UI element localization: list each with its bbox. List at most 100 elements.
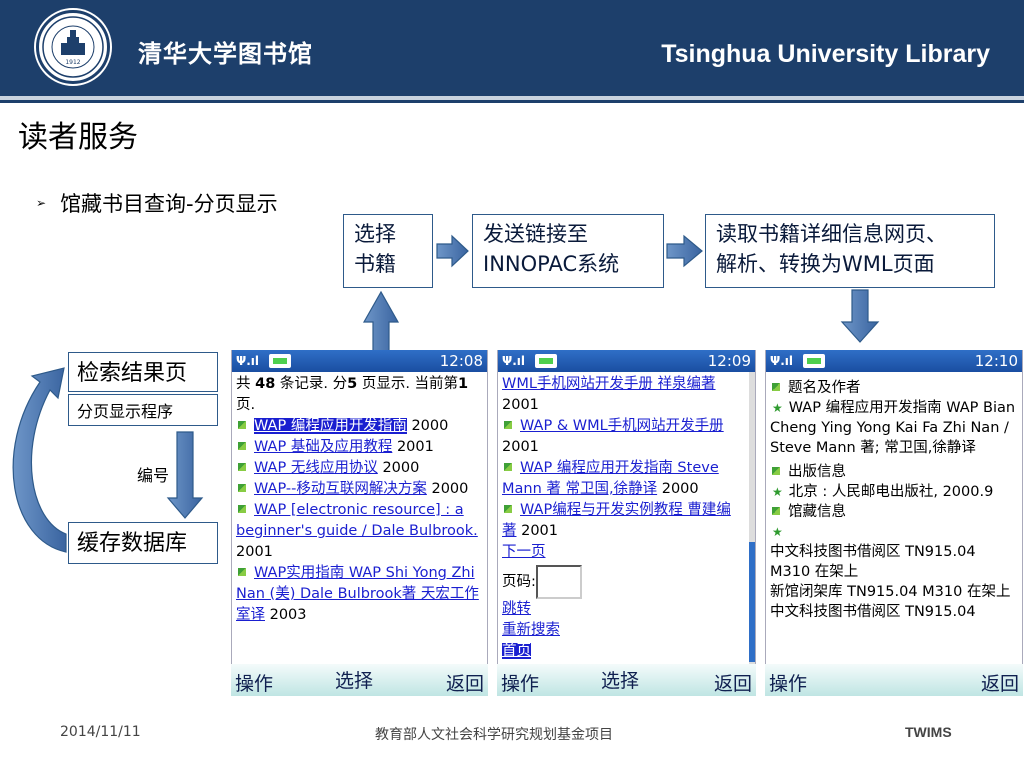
slide-header — [0, 0, 1024, 96]
title-heading: 题名及作者 — [788, 380, 861, 396]
softkey-menu[interactable]: 操作 — [769, 673, 808, 695]
result-link[interactable]: WAP实用指南 WAP Shi Yong Zhi Nan (美) Dale Bu… — [236, 565, 479, 623]
flow-select-book-line1: 选择 — [354, 222, 396, 246]
softkey-select[interactable]: 选择 — [601, 670, 640, 692]
book-icon — [238, 505, 246, 513]
detail-content: 题名及作者 ★WAP 编程应用开发指南 WAP Bian Cheng Ying … — [766, 372, 1022, 624]
battery-icon — [802, 354, 825, 368]
header-divider-dark — [0, 100, 1024, 103]
book-icon — [238, 421, 246, 429]
result-link[interactable]: WAP 编程应用开发指南 Steve Mann 著 常卫国,徐静译 — [502, 460, 719, 497]
search-results-box: 检索结果页 — [68, 352, 218, 392]
holding-row: 中文科技图书借阅区 TN915.04 — [770, 604, 976, 620]
footer-project: 教育部人文社会科学研究规划基金项目 — [375, 727, 613, 743]
title-text: WAP 编程应用开发指南 WAP Bian Cheng Ying Yong Ka… — [770, 400, 1016, 456]
section-icon — [772, 467, 780, 475]
softkey-bar: 操作 选择 返回 — [231, 664, 488, 696]
softkey-back[interactable]: 返回 — [980, 673, 1019, 695]
list-item[interactable]: WAP 编程应用开发指南 2000 — [236, 416, 483, 437]
book-icon — [238, 463, 246, 471]
jump-link[interactable]: 跳转 — [502, 601, 531, 617]
status-bar: Ψ.ıl 12:10 — [766, 350, 1022, 372]
softkey-bar: 操作 返回 — [765, 664, 1023, 696]
phone-screen-detail: Ψ.ıl 12:10 题名及作者 ★WAP 编程应用开发指南 WAP Bian … — [765, 350, 1023, 664]
battery-icon — [268, 354, 291, 368]
flow-parse-wml-line1: 读取书籍详细信息网页、 — [716, 222, 947, 246]
book-icon — [504, 421, 512, 429]
new-search-link[interactable]: 重新搜索 — [502, 622, 560, 638]
section-icon — [772, 507, 780, 515]
next-page-link[interactable]: 下一页 — [502, 544, 546, 560]
battery-icon — [534, 354, 557, 368]
arrow-right-2 — [666, 234, 703, 268]
university-seal-logo: 1912 — [36, 10, 110, 84]
pub-text: 北京 : 人民邮电出版社, 2000.9 — [788, 484, 994, 500]
paging-program-box: 分页显示程序 — [68, 394, 218, 426]
signal-icon: Ψ.ıl — [502, 354, 525, 368]
list-item[interactable]: WAP 无线应用协议 2000 — [236, 458, 483, 479]
flow-select-book-line2: 书籍 — [354, 252, 396, 276]
result-summary: 共 48 条记录. 分5 页显示. 当前第1 页. — [236, 376, 469, 413]
home-link[interactable]: 首页 — [502, 643, 531, 659]
holding-row: 中文科技图书借阅区 TN915.04 M310 在架上 — [770, 544, 976, 580]
result-link[interactable]: WAP & WML手机网站开发手册 — [520, 418, 724, 434]
flow-send-link-line2: INNOPAC系统 — [483, 252, 620, 276]
arrow-right-1 — [436, 234, 469, 268]
bullet-item: ➢ 馆藏书目查询-分页显示 — [36, 188, 278, 218]
result-link-selected[interactable]: WAP 编程应用开发指南 — [254, 418, 407, 434]
softkey-back[interactable]: 返回 — [445, 673, 484, 695]
list-item[interactable]: WAP编程与开发实例教程 曹建编著 2001 — [502, 502, 731, 539]
flow-select-book: 选择 书籍 — [343, 214, 433, 288]
softkey-back[interactable]: 返回 — [713, 673, 752, 695]
softkey-select[interactable]: 选择 — [335, 670, 374, 692]
softkey-menu[interactable]: 操作 — [501, 673, 540, 695]
cache-database-box: 缓存数据库 — [68, 522, 218, 564]
result-link[interactable]: WAP--移动互联网解决方案 — [254, 481, 427, 497]
star-icon: ★ — [772, 401, 783, 415]
flow-send-link: 发送链接至 INNOPAC系统 — [472, 214, 664, 288]
list-item[interactable]: WAP 基础及应用教程 2001 — [236, 437, 483, 458]
flow-send-link-line1: 发送链接至 — [483, 222, 588, 246]
arrow-curved-loop — [12, 367, 67, 553]
softkey-menu[interactable]: 操作 — [235, 673, 274, 695]
page-number-input[interactable] — [535, 565, 582, 599]
result-link[interactable]: WAP 无线应用协议 — [254, 460, 378, 476]
seal-year: 1912 — [65, 59, 80, 66]
holdings-heading: 馆藏信息 — [788, 504, 846, 520]
clock: 12:08 — [439, 352, 483, 370]
book-icon — [504, 505, 512, 513]
scrollbar[interactable] — [749, 372, 755, 664]
result-link[interactable]: WAP 基础及应用教程 — [254, 439, 393, 455]
section-icon — [772, 383, 780, 391]
result-link[interactable]: WML手机网站开发手册 祥泉编著 — [502, 376, 716, 392]
arrow-down-cache — [166, 431, 204, 519]
clock: 12:09 — [707, 352, 751, 370]
result-link[interactable]: WAP [electronic resource] : a beginner's… — [236, 502, 478, 539]
result-link[interactable]: WAP编程与开发实例教程 曹建编著 — [502, 502, 731, 539]
page-number-label: 页码: — [502, 573, 536, 590]
book-icon — [238, 442, 246, 450]
list-item[interactable]: WAP [electronic resource] : a beginner's… — [236, 502, 478, 560]
results-list: 共 48 条记录. 分5 页显示. 当前第1 页. WAP 编程应用开发指南 2… — [232, 372, 487, 628]
bullet-text: 馆藏书目查询-分页显示 — [60, 192, 278, 216]
signal-icon: Ψ.ıl — [236, 354, 259, 368]
holding-row: 新馆闭架库 TN915.04 M310 在架上 — [770, 584, 1011, 600]
page-number-row: 页码: — [502, 565, 745, 599]
list-item[interactable]: WAP--移动互联网解决方案 2000 — [236, 479, 483, 500]
star-icon: ★ — [772, 485, 783, 499]
status-bar: Ψ.ıl 12:09 — [498, 350, 755, 372]
book-icon — [504, 463, 512, 471]
arrow-bullet-icon: ➢ — [36, 196, 47, 210]
list-item[interactable]: WAP实用指南 WAP Shi Yong Zhi Nan (美) Dale Bu… — [236, 565, 479, 623]
flow-parse-wml: 读取书籍详细信息网页、 解析、转换为WML页面 — [705, 214, 995, 288]
clock: 12:10 — [974, 352, 1018, 370]
page-title: 读者服务 — [18, 120, 138, 155]
list-item[interactable]: WAP 编程应用开发指南 Steve Mann 著 常卫国,徐静译 2000 — [502, 460, 719, 497]
pub-heading: 出版信息 — [788, 464, 846, 480]
book-icon — [238, 484, 246, 492]
footer-date: 2014/11/11 — [60, 724, 141, 740]
library-name-en: Tsinghua University Library — [661, 40, 990, 68]
arrow-down-detail — [840, 289, 880, 343]
